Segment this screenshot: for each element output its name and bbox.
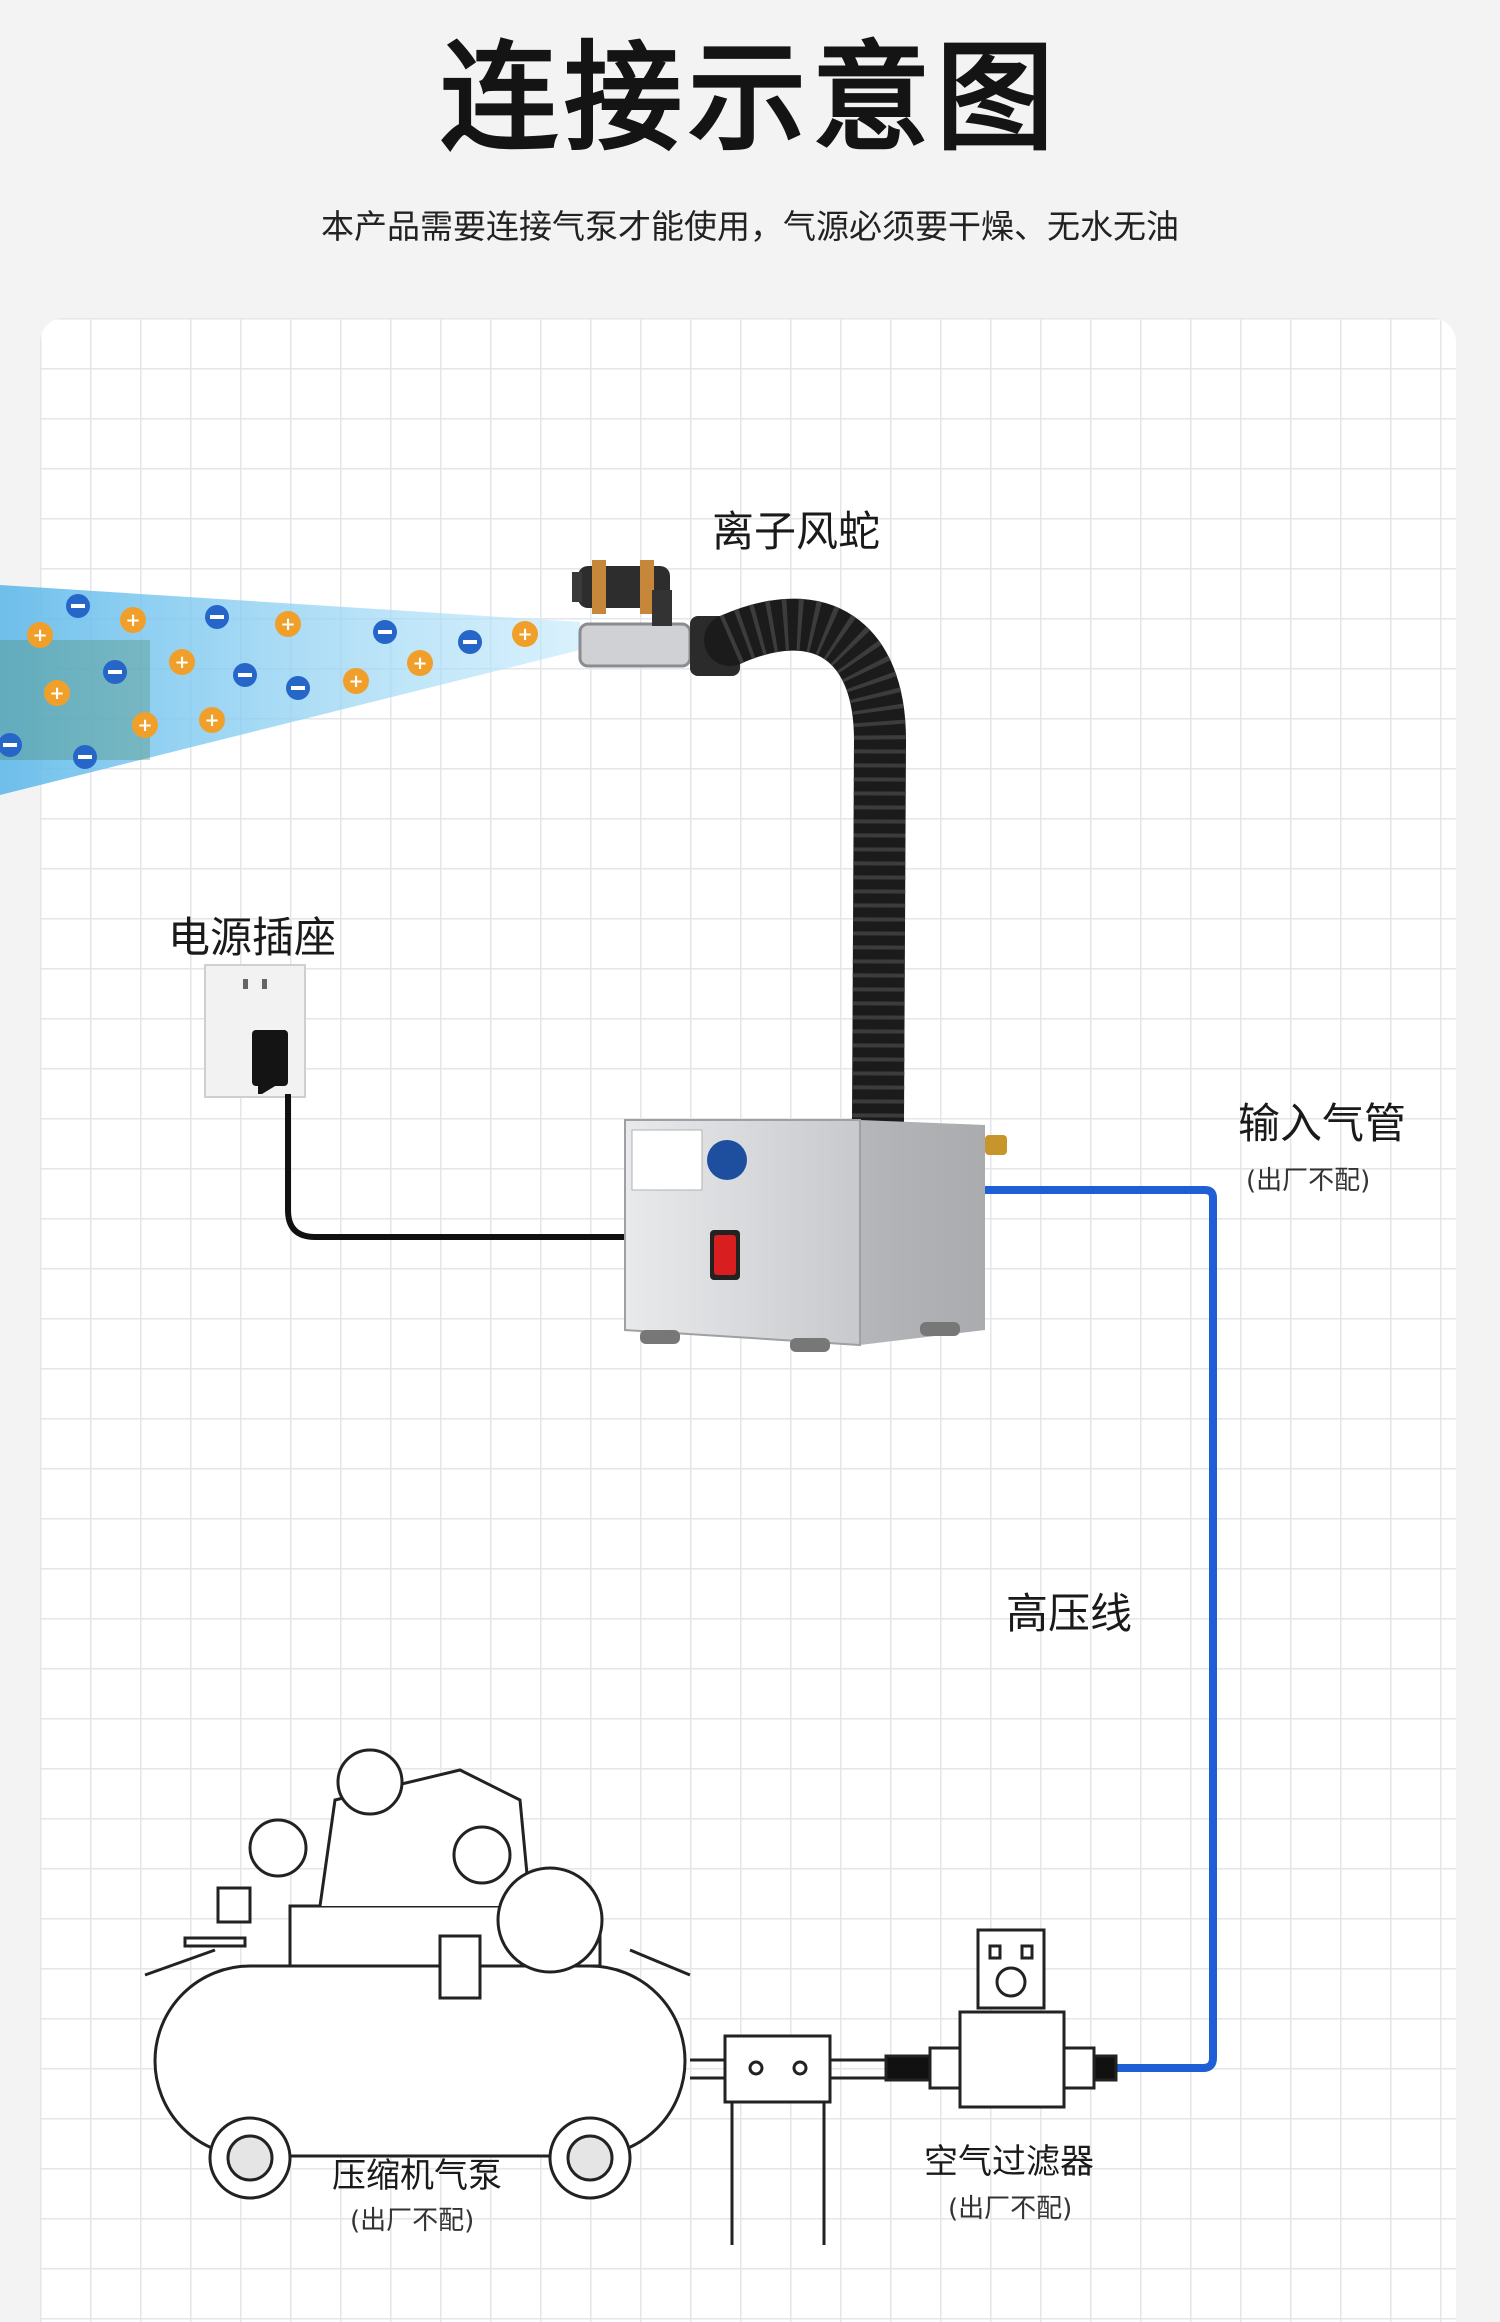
- high-voltage-line-label: 高压线: [1006, 1589, 1133, 1638]
- svg-text:+: +: [174, 652, 189, 673]
- svg-text:+: +: [348, 671, 363, 692]
- ion-particles: + + + + + + + + + +: [0, 594, 538, 769]
- air-line: [985, 1186, 1217, 2072]
- page-title: 连接示意图: [439, 29, 1060, 167]
- compressor-label: 压缩机气泵: [332, 2156, 502, 2196]
- air-compressor: [144, 1748, 691, 2200]
- compressor-note: (出厂不配): [350, 2206, 475, 2236]
- svg-text:+: +: [412, 653, 427, 674]
- power-socket-label: 电源插座: [168, 913, 337, 962]
- ion-snake-label: 离子风蛇: [712, 507, 881, 556]
- power-cable: [285, 1094, 625, 1240]
- svg-text:+: +: [137, 715, 152, 736]
- svg-text:+: +: [517, 624, 532, 645]
- air-filter: [884, 1928, 1118, 2109]
- svg-text:+: +: [125, 610, 140, 631]
- input-air-pipe-label: 输入气管: [1238, 1099, 1407, 1148]
- svg-text:+: +: [32, 625, 47, 646]
- corrugated-hose: [704, 598, 907, 1146]
- compressor-pipe: [690, 2034, 886, 2245]
- input-air-pipe-note: (出厂不配): [1246, 1166, 1371, 1196]
- svg-text:+: +: [280, 614, 295, 635]
- svg-text:+: +: [204, 710, 219, 731]
- power-socket: [204, 964, 306, 1098]
- air-filter-note: (出厂不配): [948, 2194, 1073, 2224]
- ion-generator-box: [624, 1119, 1007, 1352]
- svg-text:+: +: [49, 683, 64, 704]
- air-filter-label: 空气过滤器: [924, 2142, 1094, 2182]
- page-subtitle: 本产品需要连接气泵才能使用，气源必须要干燥、无水无油: [321, 207, 1179, 246]
